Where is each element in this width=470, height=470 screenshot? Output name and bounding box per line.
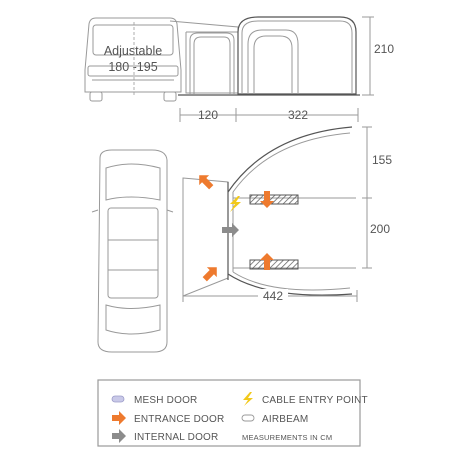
internal-door-arrow (222, 223, 239, 237)
tent-side-outline (178, 16, 360, 96)
entrance-door-arrow-lower (260, 253, 274, 270)
adjustable-range: 180 -195 (108, 60, 157, 74)
internal-door-arrow-icon (112, 429, 126, 443)
airbeam-swatch (241, 414, 255, 422)
legend-measurements: MEASUREMENTS IN CM (242, 433, 332, 442)
legend-internal-door: INTERNAL DOOR (134, 432, 218, 443)
height-label: 210 (374, 42, 394, 56)
entrance-door-arrow-icon (112, 411, 126, 425)
width-van-label: 120 (198, 108, 218, 122)
legend-airbeam: AIRBEAM (262, 414, 308, 425)
depth-dimension (362, 126, 372, 269)
cable-entry-bolt-icon (230, 196, 241, 212)
airbeam-rail-bottom (249, 259, 299, 270)
length-label: 442 (263, 289, 283, 303)
width-dimension (179, 108, 359, 122)
legend-cable-entry: CABLE ENTRY POINT (262, 395, 368, 406)
cable-entry-icon (243, 392, 253, 406)
depth-rear-label: 200 (370, 222, 390, 236)
mesh-door-swatch (111, 395, 125, 403)
van-top-outline (91, 149, 174, 353)
tent-plan-outline (227, 126, 356, 296)
legend-mesh-door: MESH DOOR (134, 395, 197, 406)
side-view: Adjustable 180 -195 210 (84, 16, 394, 122)
plan-view: 155 200 442 (91, 126, 392, 353)
entrance-door-arrow-upper-left (199, 175, 214, 190)
van-rear-outline (84, 17, 182, 102)
entrance-door-arrow-upper (260, 191, 274, 208)
height-dimension (362, 16, 374, 96)
width-tent-label: 322 (288, 108, 308, 122)
legend-entrance-door: ENTRANCE DOOR (134, 414, 224, 425)
entrance-door-arrow-lower-left (202, 267, 217, 282)
depth-front-label: 155 (372, 153, 392, 167)
adjustable-label: Adjustable (104, 44, 162, 58)
legend-box: MESH DOOR ENTRANCE DOOR INTERNAL DOOR CA… (97, 379, 368, 447)
airbeam-rail-top (249, 194, 299, 205)
